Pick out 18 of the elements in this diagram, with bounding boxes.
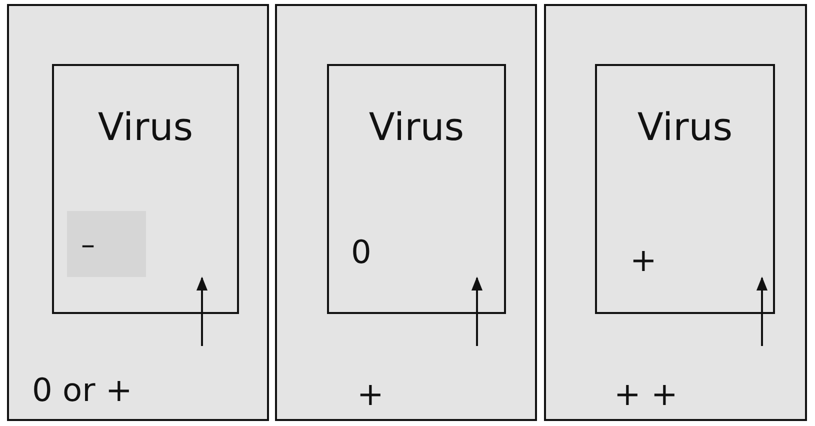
arrow	[756, 276, 768, 346]
sign-label: +	[630, 244, 657, 276]
sign-label: –	[81, 231, 95, 259]
sign-label: 0	[351, 236, 372, 268]
panel-box	[544, 4, 807, 421]
virus-box	[327, 64, 506, 314]
result-label: + +	[614, 378, 678, 410]
virus-heading: Virus	[636, 108, 734, 146]
arrow	[196, 276, 208, 346]
result-label: 0 or +	[32, 374, 132, 406]
virus-box	[52, 64, 239, 314]
virus-heading: Virus	[96, 108, 194, 146]
arrow	[471, 276, 483, 346]
virus-heading: Virus	[368, 108, 466, 146]
panel-box	[275, 4, 537, 421]
panel-box	[7, 4, 269, 421]
result-label: +	[357, 378, 384, 410]
virus-box	[595, 64, 775, 314]
